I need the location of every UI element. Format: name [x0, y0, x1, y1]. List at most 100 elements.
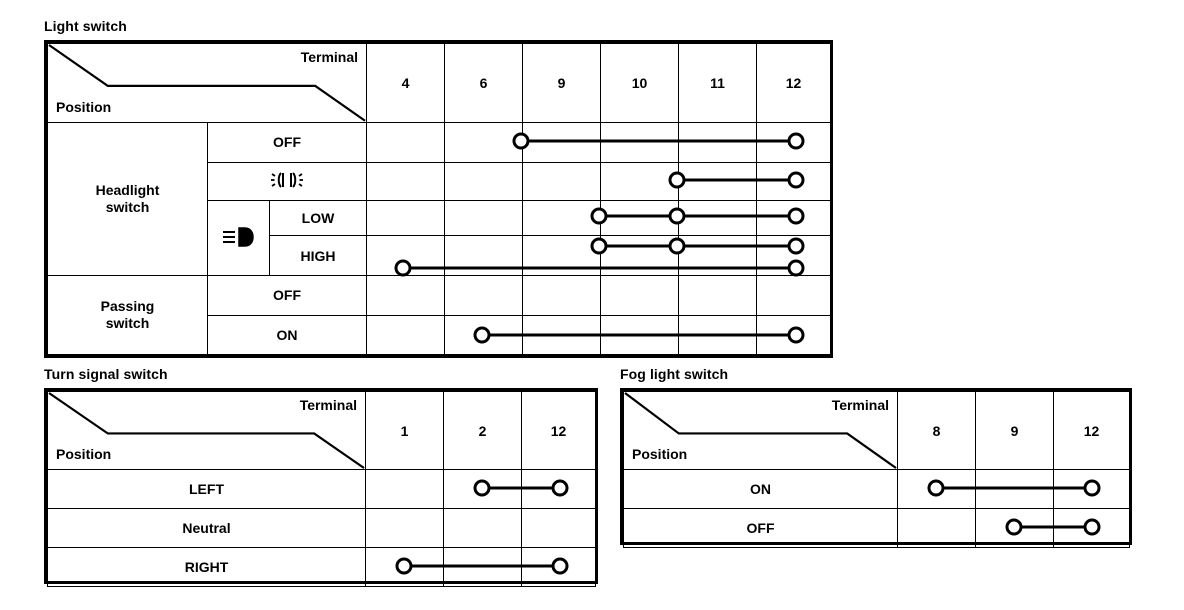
cell-10 — [600, 275, 680, 316]
cell-12 — [1053, 508, 1130, 548]
cell-12 — [756, 200, 832, 236]
terminal-col-header: 2 — [443, 391, 522, 470]
terminal-col-header: 12 — [521, 391, 596, 470]
terminal-col-header: 9 — [975, 391, 1054, 470]
cell-12 — [756, 275, 832, 316]
light-switch-corner-header: Terminal Position — [46, 43, 368, 123]
cell-11 — [678, 162, 758, 202]
cell-12 — [521, 547, 596, 587]
fog-light-switch-table: Terminal Position 8 9 12 ON OFF — [620, 388, 1132, 548]
cell-11 — [678, 200, 758, 236]
row-label-on: ON — [623, 469, 898, 509]
cell-2 — [443, 508, 522, 548]
cell-10 — [600, 234, 680, 277]
table-row: LOW — [48, 200, 832, 277]
row-label-off: OFF — [206, 275, 368, 316]
cell-2 — [443, 469, 522, 509]
terminal-header-label: Terminal — [299, 397, 357, 413]
cell-1 — [365, 469, 444, 509]
row-label-neutral: Neutral — [47, 508, 366, 548]
headlamp-icon — [221, 226, 257, 251]
cell-4 — [366, 234, 446, 277]
table-row: ON — [623, 469, 1130, 509]
terminal-col-header: 12 — [1053, 391, 1130, 470]
row-label-left: LEFT — [47, 469, 366, 509]
cell-6 — [444, 162, 524, 202]
terminal-col-header: 12 — [756, 43, 832, 123]
cell-10 — [600, 162, 680, 202]
turn-signal-switch-caption: Turn signal switch — [44, 366, 168, 382]
table-row: LEFT — [47, 469, 596, 509]
position-lamp-icon — [270, 170, 304, 193]
cell-9 — [975, 469, 1054, 509]
cell-2 — [443, 547, 522, 587]
table-row: Neutral — [47, 508, 596, 548]
cell-10 — [600, 121, 680, 164]
cell-11 — [678, 314, 758, 356]
terminal-col-header: 6 — [444, 43, 524, 123]
cell-9 — [522, 234, 602, 277]
position-header-label: Position — [632, 446, 688, 462]
row-label-headlamp — [207, 200, 270, 277]
terminal-col-header: 10 — [600, 43, 680, 123]
terminal-col-header: 8 — [897, 391, 976, 470]
cell-4 — [366, 275, 446, 316]
fog-light-corner-header: Terminal Position — [623, 391, 898, 470]
terminal-col-header: 9 — [522, 43, 602, 123]
cell-6 — [444, 121, 524, 164]
cell-9 — [522, 121, 602, 164]
row-sublabel-low: LOW — [268, 200, 368, 236]
cell-9 — [975, 508, 1054, 548]
light-switch-caption: Light switch — [44, 18, 127, 34]
cell-11 — [678, 234, 758, 277]
cell-8 — [897, 508, 976, 548]
position-header-label: Position — [56, 98, 112, 115]
light-switch-table: Terminal Position 4 6 9 10 11 12 Headlig… — [44, 40, 833, 358]
cell-11 — [678, 275, 758, 316]
terminal-header-label: Terminal — [300, 49, 359, 65]
table-row: RIGHT — [47, 547, 596, 587]
row-label-on: ON — [206, 314, 368, 356]
cell-6 — [444, 234, 524, 277]
turn-signal-corner-header: Terminal Position — [47, 391, 366, 470]
table-row: OFF — [623, 508, 1130, 548]
cell-9 — [522, 314, 602, 356]
cell-1 — [365, 547, 444, 587]
cell-6 — [444, 314, 524, 356]
turn-signal-switch-table: Terminal Position 1 2 12 LEFT Neutral — [44, 388, 598, 587]
row-label-right: RIGHT — [47, 547, 366, 587]
cell-1 — [365, 508, 444, 548]
cell-4 — [366, 121, 446, 164]
cell-12 — [521, 469, 596, 509]
cell-4 — [366, 162, 446, 202]
row-label-position-lamp — [206, 162, 368, 202]
row-sublabel-high: HIGH — [268, 234, 368, 277]
cell-6 — [444, 200, 524, 236]
row-label-off: OFF — [623, 508, 898, 548]
cell-12 — [1053, 469, 1130, 509]
position-header-label: Position — [56, 446, 112, 462]
cell-9 — [522, 162, 602, 202]
cell-10 — [600, 314, 680, 356]
cell-4 — [366, 314, 446, 356]
terminal-col-header: 1 — [365, 391, 444, 470]
cell-12 — [756, 234, 832, 277]
cell-9 — [522, 275, 602, 316]
cell-9 — [522, 200, 602, 236]
cell-12 — [521, 508, 596, 548]
cell-12 — [756, 314, 832, 356]
terminal-col-header: 11 — [678, 43, 758, 123]
table-row: ON — [48, 314, 832, 356]
row-label-off: OFF — [206, 121, 368, 164]
cell-12 — [756, 121, 832, 164]
cell-12 — [756, 162, 832, 202]
cell-6 — [444, 275, 524, 316]
cell-11 — [678, 121, 758, 164]
fog-light-switch-caption: Fog light switch — [620, 366, 729, 382]
